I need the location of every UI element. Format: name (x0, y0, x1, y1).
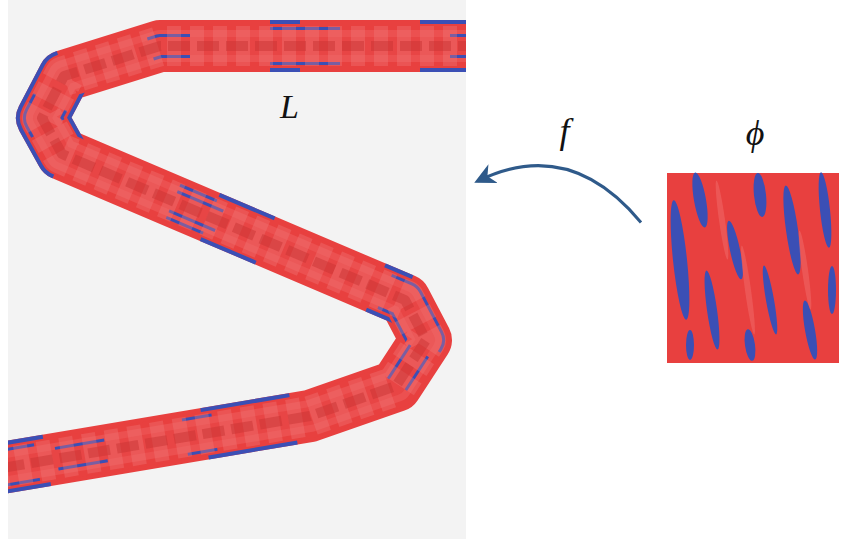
symbol-label: L (280, 88, 299, 125)
s-band (8, 46, 466, 470)
texture-square (667, 171, 839, 363)
texture-square: ϕ (667, 112, 839, 363)
map-label: f (557, 113, 571, 149)
symbol-label: ϕ (746, 114, 765, 154)
s-band-region: L (8, 0, 466, 539)
mapping-arrow (478, 166, 641, 223)
